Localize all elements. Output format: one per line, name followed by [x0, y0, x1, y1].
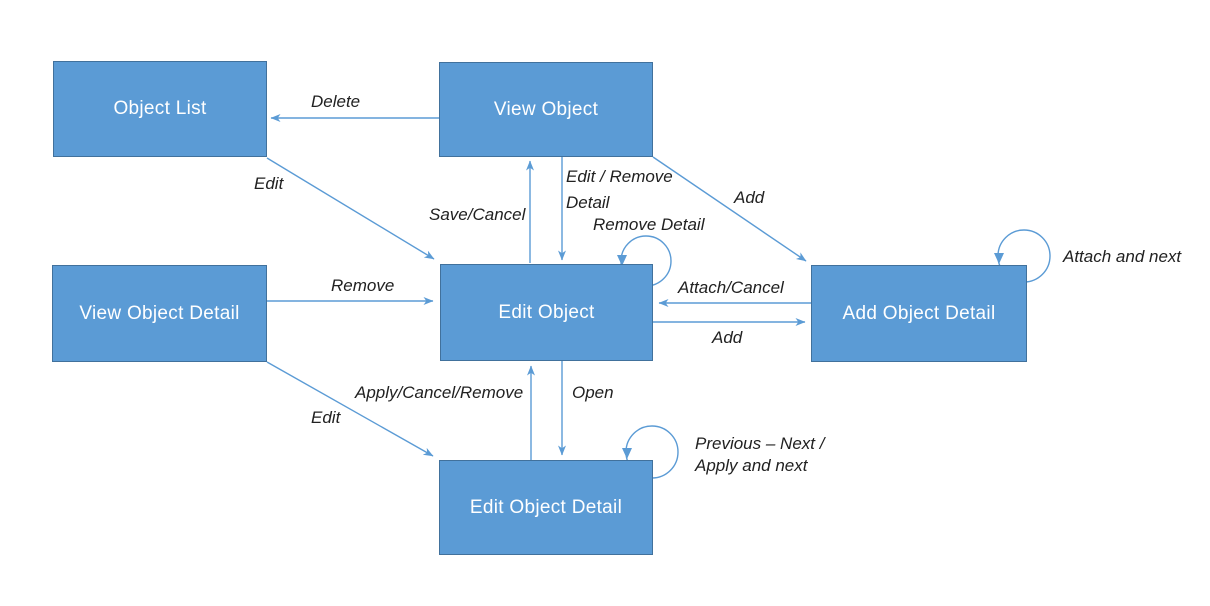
node-view-object-label: View Object	[493, 98, 599, 120]
node-add-object-detail-label: Add Object Detail	[842, 302, 996, 324]
edge-label-previous-next: Previous – Next / Apply and next	[695, 433, 824, 477]
edge-label-save-cancel: Save/Cancel	[429, 205, 526, 224]
edge-edit-objectlist-arrow	[266, 157, 435, 260]
edge-label-edit-remove-detail-line2: Detail	[566, 193, 610, 212]
node-edit-object-label: Edit Object	[498, 301, 595, 323]
edge-label-attach-cancel: Attach/Cancel	[678, 278, 784, 297]
node-object-list: Object List	[53, 61, 267, 157]
node-view-object-detail: View Object Detail	[52, 265, 267, 362]
edge-label-remove: Remove	[331, 276, 395, 295]
node-object-list-label: Object List	[113, 98, 207, 119]
node-edit-object-detail: Edit Object Detail	[439, 460, 653, 555]
edge-add-viewobject-arrow	[652, 156, 807, 262]
node-edit-object-detail-label: Edit Object Detail	[469, 496, 623, 518]
node-view-object-detail-label: View Object Detail	[79, 302, 240, 324]
edge-label-add-editobject: Add	[712, 328, 743, 347]
edge-edit-viewobjectdetail-arrow	[266, 361, 434, 457]
edge-label-previous-next-line2: Apply and next	[695, 456, 808, 475]
edge-label-attach-and-next: Attach and next	[1063, 247, 1182, 266]
edge-label-edit-remove-detail-line1: Edit / Remove	[566, 167, 673, 186]
node-edit-object: Edit Object	[440, 264, 653, 361]
edge-label-edit-objectlist: Edit	[254, 174, 284, 193]
node-view-object: View Object	[439, 62, 653, 157]
edge-label-edit-remove-detail: Edit / Remove Detail	[566, 164, 673, 216]
edge-label-previous-next-line1: Previous – Next /	[695, 434, 825, 453]
edge-label-remove-detail-loop: Remove Detail	[593, 215, 705, 234]
edge-label-open: Open	[572, 383, 614, 402]
edge-label-apply-cancel-remove: Apply/Cancel/Remove	[355, 383, 524, 402]
edge-label-edit-viewobjectdetail: Edit	[311, 408, 341, 427]
edge-label-add-viewobject: Add	[734, 188, 765, 207]
edge-label-delete: Delete	[311, 92, 361, 111]
node-add-object-detail: Add Object Detail	[811, 265, 1027, 362]
